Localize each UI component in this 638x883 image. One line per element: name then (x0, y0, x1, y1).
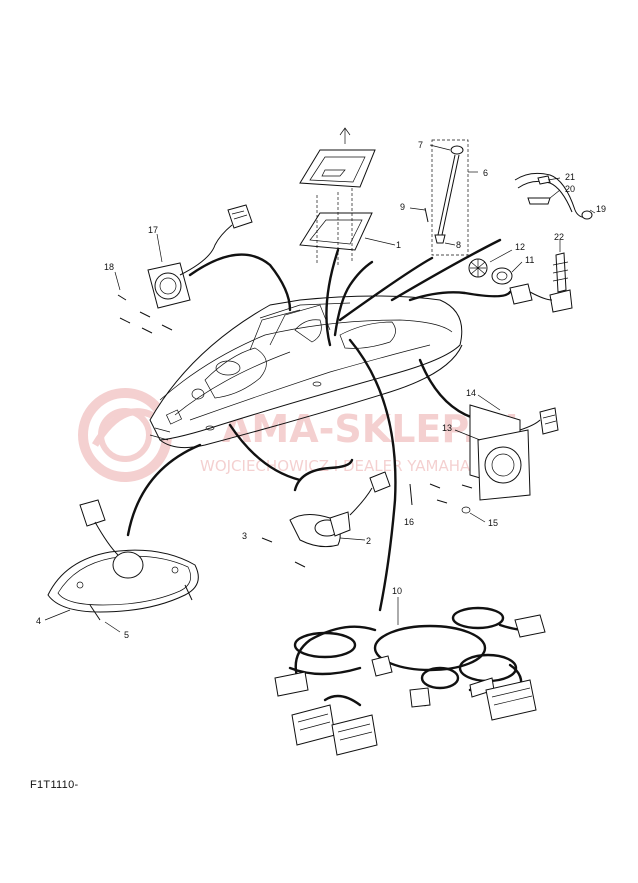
callout-22: 22 (554, 232, 564, 242)
part-17-speaker-plate (114, 204, 253, 334)
part-22-sensor (509, 240, 573, 313)
callout-5: 5 (124, 630, 129, 640)
callout-8: 8 (456, 240, 461, 250)
callout-3: 3 (242, 531, 247, 541)
callout-15: 15 (488, 518, 498, 528)
callout-7: 7 (418, 140, 423, 150)
part-4-5-front-light (44, 499, 199, 633)
callout-labels: 1 2 3 4 5 6 7 8 9 10 11 12 13 14 15 16 1… (36, 140, 606, 640)
diagram-reference-code: F1T1110- (30, 779, 79, 791)
callout-21: 21 (565, 172, 575, 182)
callout-1: 1 (396, 240, 401, 250)
callout-17: 17 (148, 225, 158, 235)
callout-9: 9 (400, 202, 405, 212)
callout-18: 18 (104, 262, 114, 272)
part-19-21-cable-assembly (514, 172, 596, 220)
watermark: AMA-SKLEP.PL WOJCIECHOWICZ I DEALER YAMA… (78, 388, 529, 482)
callout-20: 20 (565, 184, 575, 194)
part-2-3-connector-plate (261, 471, 391, 568)
part-6-9-dipstick (409, 139, 478, 256)
callout-14: 14 (466, 388, 476, 398)
harness-connectors (274, 614, 546, 756)
callout-16: 16 (404, 517, 414, 527)
callout-11: 11 (525, 255, 534, 265)
boat-hull (149, 295, 463, 449)
part-13-16-bracket (409, 394, 559, 523)
callout-4: 4 (36, 616, 41, 626)
part-11-12-grommets (468, 249, 523, 285)
screws-17 (117, 294, 173, 334)
callout-12: 12 (515, 242, 525, 252)
callout-2: 2 (366, 536, 371, 546)
watermark-subtitle: WOJCIECHOWICZ I DEALER YAMAHA (200, 457, 471, 475)
callout-6: 6 (483, 168, 488, 178)
callout-13: 13 (442, 423, 452, 433)
part-1-cover-assembly (299, 127, 396, 265)
part-10-wiring-harness (274, 597, 546, 756)
callout-10: 10 (392, 586, 402, 596)
callout-19: 19 (596, 204, 606, 214)
